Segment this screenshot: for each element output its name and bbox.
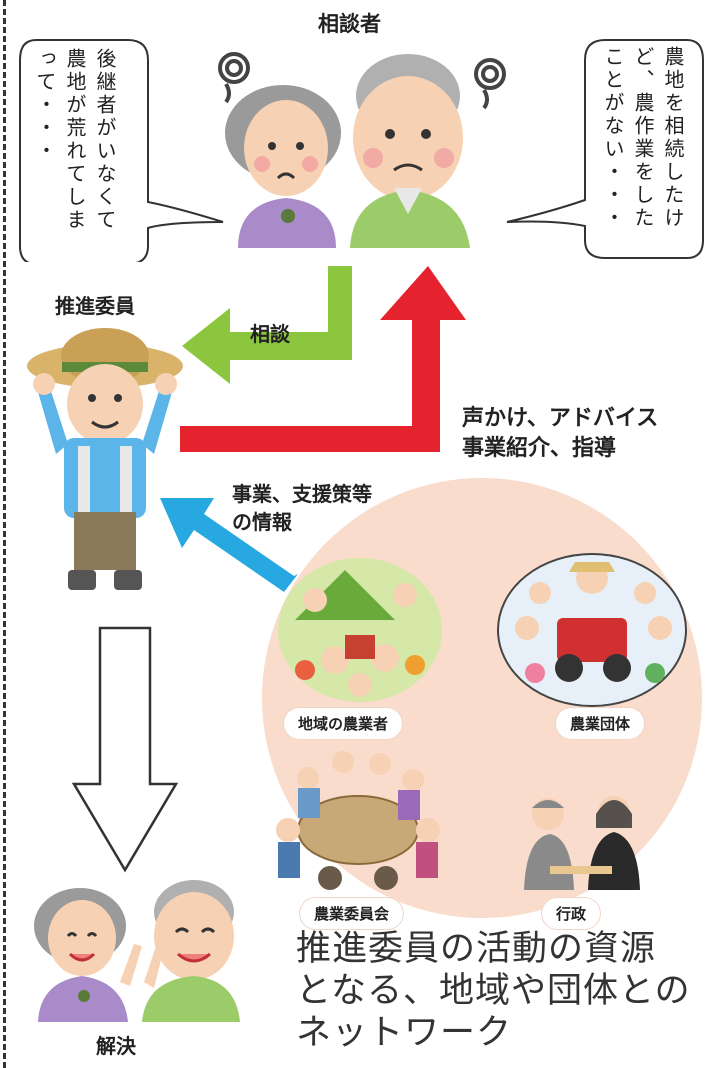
solution-couple-illustration [34, 880, 240, 1022]
caption-line-1: 推進委員の活動の資源 [296, 929, 657, 969]
bubble-right-text: 農地を相続したけど、農作業をしたことがない・・・ [601, 46, 685, 230]
advice-arrow [180, 266, 466, 452]
agri-committee-illustration [276, 751, 440, 890]
dashed-left-border [3, 0, 6, 1068]
speech-bubble-right [506, 39, 704, 259]
info-arrow-label-line2: の情報 [232, 510, 292, 534]
solution-down-arrow [71, 626, 179, 873]
worry-scribble-icon [218, 52, 250, 104]
caption-line-2: となる、地域や団体との [296, 971, 691, 1011]
resource-government-label: 行政 [542, 898, 601, 929]
consult-arrow [182, 266, 352, 384]
resource-farmers-label: 地域の農業者 [284, 708, 403, 739]
speech-bubble-left [19, 39, 224, 262]
local-farmers-illustration [278, 558, 442, 702]
advice-arrow-label-line2: 事業紹介、指導 [462, 436, 617, 461]
info-arrow-label-line1: 事業、支援策等 [232, 482, 372, 506]
advice-arrow-label-line1: 声かけ、アドバイス [462, 406, 659, 431]
consultee-label: 相談者 [318, 12, 381, 36]
network-caption: 推進委員の活動の資源 となる、地域や団体との ネットワーク [296, 928, 691, 1054]
government-illustration [524, 796, 640, 890]
bubble-left-text: 後継者がいなくて農地が荒れてしまって・・・ [33, 48, 117, 232]
solution-label: 解決 [96, 1034, 136, 1058]
consultee-couple-illustration [218, 52, 506, 248]
info-arrow [160, 498, 298, 592]
resource-committee-label: 農業委員会 [300, 898, 404, 929]
caption-line-3: ネットワーク [296, 1013, 513, 1053]
resource-groups-label: 農業団体 [556, 708, 645, 739]
agri-groups-illustration [497, 553, 687, 707]
promoter-illustration [27, 328, 183, 590]
consult-arrow-label: 相談 [250, 322, 290, 346]
worry-scribble-icon [474, 58, 506, 110]
promoter-label: 推進委員 [55, 294, 135, 318]
